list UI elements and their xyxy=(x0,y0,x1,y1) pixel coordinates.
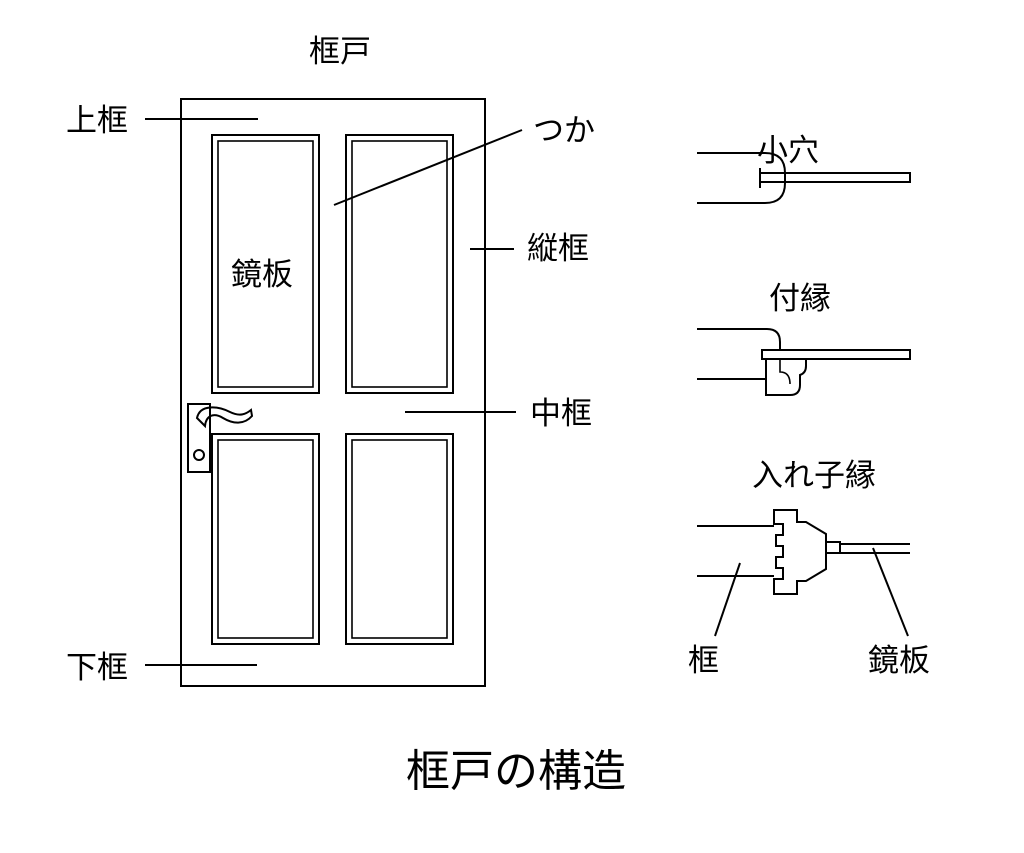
inset-key xyxy=(825,541,841,554)
leader-stile-post xyxy=(333,129,523,206)
label-middle-rail: 中框 xyxy=(530,396,592,432)
molding-frame xyxy=(697,328,781,350)
label-bottom-rail: 下框 xyxy=(66,650,128,686)
molding-panel xyxy=(761,349,911,360)
leader-inset-panel xyxy=(872,547,909,637)
detail-groove: 小穴 xyxy=(697,133,911,204)
label-top-rail: 上框 xyxy=(66,103,128,139)
detail-inset-molding: 入れ子縁 框 鏡板 xyxy=(688,458,930,679)
door-handle xyxy=(187,403,254,473)
inset-title: 入れ子縁 xyxy=(752,458,876,494)
label-vertical-stile: 縦框 xyxy=(527,231,589,267)
panel-bottom-left xyxy=(211,433,320,645)
leader-inset-frame xyxy=(714,562,741,637)
door-outline xyxy=(180,98,486,687)
molding-bead xyxy=(765,358,807,396)
door-drawing: 框戸 上框 つか 縦框 鏡板 xyxy=(66,34,595,687)
groove-title: 小穴 xyxy=(757,133,819,169)
label-panel: 鏡板 xyxy=(231,257,293,293)
door-title: 框戸 xyxy=(309,34,371,70)
inset-panel-label: 鏡板 xyxy=(868,643,930,679)
molding-title: 付縁 xyxy=(769,281,831,317)
diagram-caption: 框戸の構造 xyxy=(406,746,626,797)
panel-top-right xyxy=(345,134,454,394)
groove-panel xyxy=(759,172,911,183)
label-stile-post: つか xyxy=(533,113,595,149)
molding-bead-inner xyxy=(779,359,791,385)
inset-frame-label: 框 xyxy=(688,643,719,679)
panel-bottom-right xyxy=(345,433,454,645)
panel-top-left xyxy=(211,134,320,394)
groove-frame xyxy=(697,152,786,204)
detail-molding: 付縁 xyxy=(697,281,911,396)
inset-molding-profile xyxy=(773,509,827,595)
